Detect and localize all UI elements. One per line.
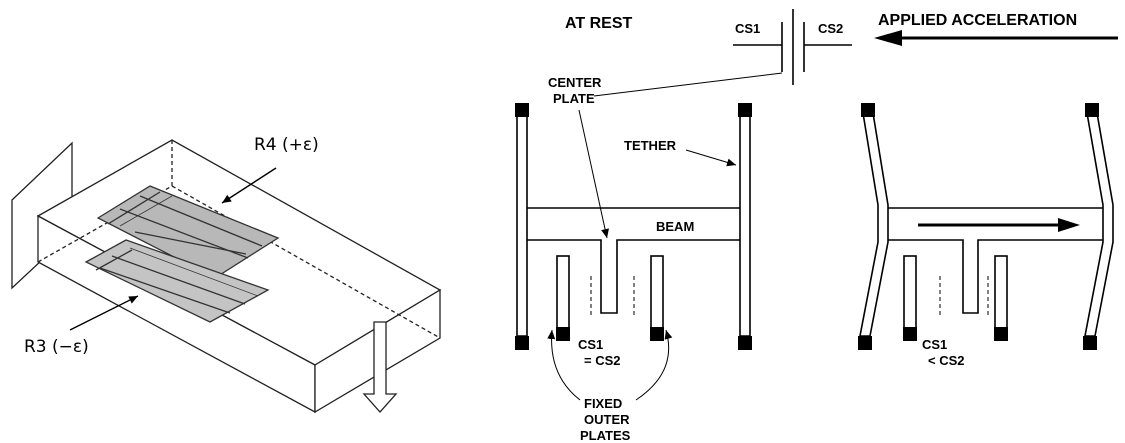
motion-arrow	[918, 218, 1080, 232]
rest-relation-line1: CS1	[578, 337, 603, 352]
fixed-outer-label-line2: OUTER	[584, 412, 630, 427]
fixed-outer-plate-left	[556, 255, 570, 335]
center-plate-leader-to-plate	[578, 109, 609, 239]
beam-shifted	[888, 207, 1103, 314]
hollow-down-arrow-icon	[362, 321, 398, 413]
tether-label: TETHER	[624, 138, 677, 153]
r3-leader-arrow	[69, 295, 139, 331]
accelerated-anchors	[858, 103, 1099, 350]
applied-acceleration-title: APPLIED ACCELERATION	[878, 12, 1077, 29]
beam-label: BEAM	[656, 219, 694, 234]
r3-label: R3 (−ε)	[24, 337, 89, 357]
rest-relation-line2: = CS2	[584, 353, 621, 368]
cantilever-strain-gauge-figure	[11, 139, 442, 414]
fixed-outer-label-line1: FIXED	[584, 396, 622, 411]
at-rest-anchors	[515, 103, 752, 350]
fixed-outer-plate-right-accel	[994, 255, 1008, 335]
center-plate-label-line2: PLATE	[553, 91, 595, 106]
r3-strain-gauge	[84, 239, 270, 323]
left-tether-bent	[859, 112, 889, 337]
beam-with-center-plate	[527, 207, 740, 314]
fixed-outer-leader-right	[635, 329, 673, 401]
acceleration-direction-arrow	[874, 30, 1118, 46]
fixed-outer-plate-right	[650, 255, 664, 335]
capacitor-symbol	[733, 9, 852, 85]
accel-relation-line1: CS1	[922, 337, 947, 352]
accelerometer-figure: AT REST APPLIED ACCELERATION CS1 CS2	[515, 9, 1118, 443]
r4-label: R4 (+ε)	[254, 135, 319, 155]
right-tether-bent	[1084, 112, 1114, 337]
r4-strain-gauge	[96, 185, 280, 279]
r4-leader-arrow	[221, 167, 277, 204]
left-tether	[516, 112, 528, 337]
cs2-capacitor-label: CS2	[818, 21, 843, 36]
right-tether	[739, 112, 751, 337]
fixed-outer-leader-left	[547, 329, 581, 401]
fixed-outer-label-line3: PLATES	[580, 428, 631, 443]
tether-leader-arrow	[685, 149, 737, 167]
fixed-outer-plate-left-accel	[903, 255, 917, 335]
center-plate-leader-to-capacitor	[593, 72, 783, 97]
accel-relation-line2: < CS2	[928, 353, 965, 368]
at-rest-title: AT REST	[565, 15, 632, 32]
center-plate-label-line1: CENTER	[548, 75, 602, 90]
cs1-capacitor-label: CS1	[735, 21, 760, 36]
